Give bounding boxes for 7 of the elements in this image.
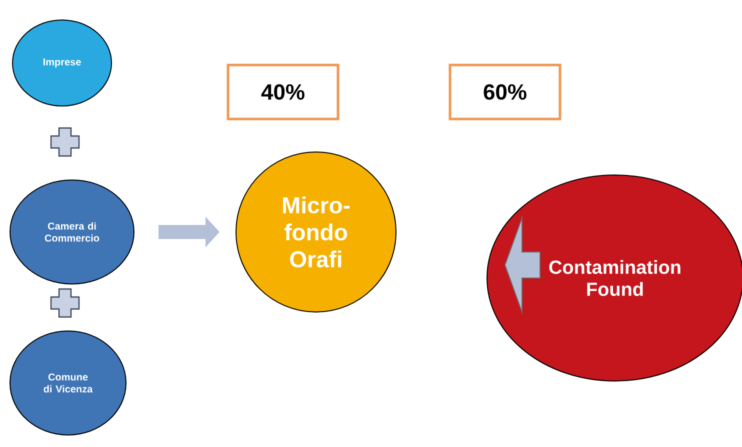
percent-box: 60% — [448, 64, 562, 120]
circle-node: Imprese — [12, 20, 112, 106]
ellipse-node: Contamination Found — [486, 174, 742, 382]
percent-box: 40% — [226, 64, 340, 120]
circle-node: Comune di Vicenza — [10, 330, 126, 436]
circle-node: Micro-fondo Orafi — [236, 152, 396, 312]
circle-node: Camera di Commercio — [10, 180, 134, 284]
